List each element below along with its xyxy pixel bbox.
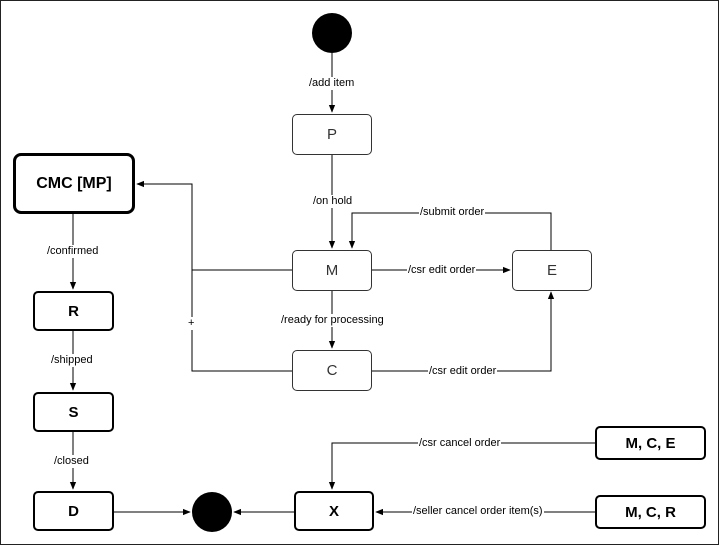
edge-label-shipped: /shipped — [50, 354, 94, 367]
edge-label-submit-order: /submit order — [419, 206, 486, 219]
state-cmc-mp: CMC [MP] — [13, 153, 135, 214]
edge-m-to-cmc — [136, 180, 292, 271]
final-state — [192, 492, 232, 532]
state-e-label: E — [546, 262, 557, 279]
state-s: S — [33, 392, 114, 432]
initial-state — [312, 13, 352, 53]
edge-label-csr-cancel-order: /csr cancel order — [418, 437, 502, 450]
edge-csr-edit-order-2 — [372, 291, 555, 372]
state-r-label: R — [68, 302, 79, 320]
state-m: M — [292, 250, 372, 291]
edge-label-plus: + — [187, 317, 196, 330]
state-m-c-r-label: M, C, R — [625, 503, 676, 521]
edge-label-ready-for-processing: /ready for processing — [280, 314, 385, 327]
state-cmc-mp-label: CMC [MP] — [36, 174, 112, 192]
state-m-c-r: M, C, R — [595, 495, 706, 529]
state-p-label: P — [326, 126, 337, 143]
state-x-label: X — [328, 502, 339, 520]
edge-label-csr-edit-order-1: /csr edit order — [407, 264, 477, 277]
state-r: R — [33, 291, 114, 331]
state-d: D — [33, 491, 114, 531]
state-x: X — [294, 491, 374, 531]
edge-c-to-cmc — [191, 270, 292, 372]
edge-label-on-hold: /on hold — [312, 195, 354, 208]
edge-label-add-item: /add item — [308, 77, 356, 90]
edge-label-confirmed: /confirmed — [46, 245, 100, 258]
edge-label-seller-cancel-order-items: /seller cancel order item(s) — [412, 505, 544, 518]
state-c: C — [292, 350, 372, 391]
edge-label-closed: /closed — [53, 455, 90, 468]
edge-csr-cancel-order — [328, 442, 595, 490]
state-s-label: S — [68, 403, 79, 421]
state-e: E — [512, 250, 592, 291]
state-c-label: C — [326, 362, 338, 379]
state-m-label: M — [325, 262, 339, 279]
state-m-c-e: M, C, E — [595, 426, 706, 460]
state-d-label: D — [68, 502, 79, 520]
state-m-c-e-label: M, C, E — [625, 434, 676, 452]
edge-label-csr-edit-order-2: /csr edit order — [428, 365, 498, 378]
state-p: P — [292, 114, 372, 155]
